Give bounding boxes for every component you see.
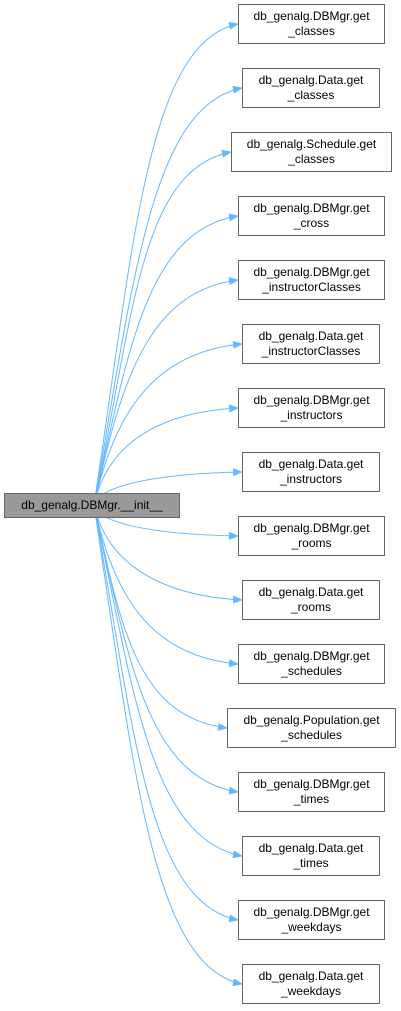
callee-node-dbmgr-get-instructorclasses[interactable]: db_genalg.DBMgr.get _instructorClasses bbox=[238, 260, 385, 300]
node-label-line-1: db_genalg.DBMgr.get bbox=[253, 521, 370, 535]
node-label-line-1: db_genalg.Data.get bbox=[258, 841, 364, 855]
node-label-line-2: _rooms bbox=[291, 536, 332, 550]
call-edge bbox=[93, 504, 239, 668]
callee-node-data-get-instructorclasses[interactable]: db_genalg.Data.get _instructorClasses bbox=[242, 324, 380, 364]
node-label-line-2: _classes bbox=[288, 152, 335, 166]
node-label-line-1: db_genalg.DBMgr.get bbox=[253, 777, 370, 791]
node-label-line-2: _cross bbox=[293, 216, 330, 230]
callee-node-dbmgr-get-instructors[interactable]: db_genalg.DBMgr.get _instructors bbox=[238, 388, 385, 428]
node-label-line-1: db_genalg.DBMgr.get bbox=[253, 201, 370, 215]
callee-node-dbmgr-get-weekdays[interactable]: db_genalg.DBMgr.get _weekdays bbox=[238, 900, 385, 940]
node-label-line-1: db_genalg.Data.get bbox=[258, 329, 364, 343]
node-label-line-2: _times bbox=[293, 792, 330, 806]
call-edge bbox=[93, 504, 243, 604]
call-edge bbox=[93, 504, 243, 859]
call-edge bbox=[93, 504, 243, 987]
call-edge bbox=[93, 504, 239, 923]
node-label-line-2: _instructorClasses bbox=[261, 344, 361, 358]
callee-node-data-get-times[interactable]: db_genalg.Data.get _times bbox=[242, 836, 380, 876]
call-edge bbox=[93, 149, 232, 506]
call-edge bbox=[93, 340, 243, 506]
callee-node-population-get-schedules[interactable]: db_genalg.Population.get _schedules bbox=[227, 708, 396, 748]
node-label-line-2: _weekdays bbox=[281, 920, 342, 934]
node-label-line-1: db_genalg.DBMgr.get bbox=[253, 393, 370, 407]
callee-node-data-get-weekdays[interactable]: db_genalg.Data.get _weekdays bbox=[242, 964, 380, 1004]
call-edge bbox=[93, 404, 239, 506]
node-label-line-2: _schedules bbox=[281, 664, 342, 678]
node-label-line-2: _classes bbox=[287, 88, 335, 102]
node-label-line-1: db_genalg.DBMgr.get bbox=[253, 265, 370, 279]
callee-node-dbmgr-get-classes[interactable]: db_genalg.DBMgr.get _classes bbox=[238, 4, 385, 44]
call-edge bbox=[93, 504, 239, 795]
callee-node-dbmgr-get-rooms[interactable]: db_genalg.DBMgr.get _rooms bbox=[238, 516, 385, 556]
node-label-line-2: _instructors bbox=[280, 408, 343, 422]
call-edge bbox=[93, 504, 228, 731]
callee-node-data-get-rooms[interactable]: db_genalg.Data.get _rooms bbox=[242, 580, 380, 620]
root-node-label: db_genalg.DBMgr.__init__ bbox=[21, 498, 163, 512]
node-label-line-1: db_genalg.Population.get bbox=[243, 713, 380, 727]
node-label-line-1: db_genalg.Data.get bbox=[258, 457, 364, 471]
call-edge bbox=[93, 85, 243, 506]
callee-node-schedule-get-classes[interactable]: db_genalg.Schedule.get _classes bbox=[231, 132, 392, 172]
node-label-line-2: _instructors bbox=[279, 472, 343, 486]
callee-node-data-get-classes[interactable]: db_genalg.Data.get _classes bbox=[242, 68, 380, 108]
node-label-line-2: _rooms bbox=[290, 600, 331, 614]
node-label-line-1: db_genalg.DBMgr.get bbox=[253, 649, 370, 663]
node-label-line-1: db_genalg.DBMgr.get bbox=[253, 905, 370, 919]
callee-node-data-get-instructors[interactable]: db_genalg.Data.get _instructors bbox=[242, 452, 380, 492]
node-label-line-2: _weekdays bbox=[280, 984, 342, 998]
node-label-line-1: db_genalg.Data.get bbox=[258, 73, 364, 87]
node-label-line-1: db_genalg.Data.get bbox=[258, 585, 364, 599]
callee-node-dbmgr-get-schedules[interactable]: db_genalg.DBMgr.get _schedules bbox=[238, 644, 385, 684]
node-label-line-2: _instructorClasses bbox=[262, 280, 361, 294]
callee-node-dbmgr-get-times[interactable]: db_genalg.DBMgr.get _times bbox=[238, 772, 385, 812]
call-edge bbox=[93, 21, 239, 506]
root-node-dbmgr-init[interactable]: db_genalg.DBMgr.__init__ bbox=[4, 493, 180, 518]
node-label-line-1: db_genalg.Data.get bbox=[258, 969, 364, 983]
node-label-line-1: db_genalg.Schedule.get bbox=[246, 137, 377, 151]
call-edge bbox=[93, 213, 239, 506]
callee-node-dbmgr-get-cross[interactable]: db_genalg.DBMgr.get _cross bbox=[238, 196, 385, 236]
node-label-line-2: _times bbox=[293, 856, 329, 870]
node-label-line-2: _schedules bbox=[281, 728, 342, 742]
node-label-line-2: _classes bbox=[288, 24, 335, 38]
call-edge bbox=[93, 277, 239, 506]
node-label-line-1: db_genalg.DBMgr.get bbox=[253, 9, 370, 23]
